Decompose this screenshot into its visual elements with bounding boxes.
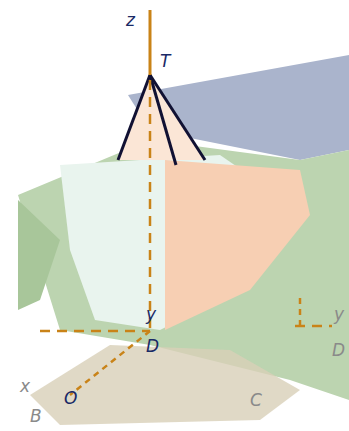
point-label: C xyxy=(250,392,262,409)
point-label: x xyxy=(20,378,30,395)
prism-face xyxy=(165,160,310,330)
z-axis xyxy=(149,10,152,75)
y-axis xyxy=(40,330,150,333)
point-label: B xyxy=(30,408,42,425)
point-label: D xyxy=(146,338,159,355)
point-label: y xyxy=(334,306,344,323)
edge xyxy=(150,75,205,160)
point-label: D xyxy=(332,342,345,359)
base-plane xyxy=(30,345,300,425)
point-label: T xyxy=(160,53,170,70)
point-label: y xyxy=(146,306,156,323)
edge xyxy=(118,75,150,160)
x-axis xyxy=(70,331,150,395)
edge xyxy=(150,75,176,165)
axis xyxy=(299,298,302,326)
point-label: O xyxy=(64,390,77,407)
z-axis xyxy=(149,80,152,330)
plane xyxy=(18,200,60,310)
point-label: z xyxy=(126,12,135,29)
